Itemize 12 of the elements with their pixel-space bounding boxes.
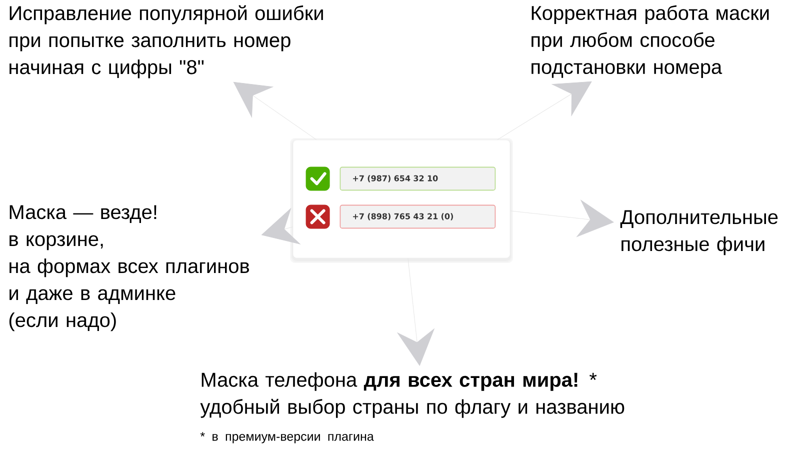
feature-text: Дополнительные полезные фичи — [620, 210, 778, 256]
feature-text: Исправление популярной ошибки при попытке заполнить номер начиная с цифры "8" — [10, 5, 323, 78]
feature-text: Маска телефона для всех стран мира!* удобный выбор страны по флагу и названию * в премиум-версии плагина — [200, 372, 624, 444]
arrow — [510, 200, 614, 237]
arrow — [261, 208, 300, 244]
feature-text: Корректная работа маски при любом способе подстановки номера — [532, 5, 769, 78]
feature-text: Маска — везде! в корзине, на формах всех плагинов и даже в админке (если надо) — [9, 205, 250, 332]
arrow — [397, 258, 434, 366]
arrow — [233, 82, 317, 140]
arrow — [496, 81, 592, 140]
phone-field: +7 (898) 765 43 21 (0) — [340, 204, 496, 229]
phone-field: +7 (987) 654 32 10 — [340, 166, 496, 191]
